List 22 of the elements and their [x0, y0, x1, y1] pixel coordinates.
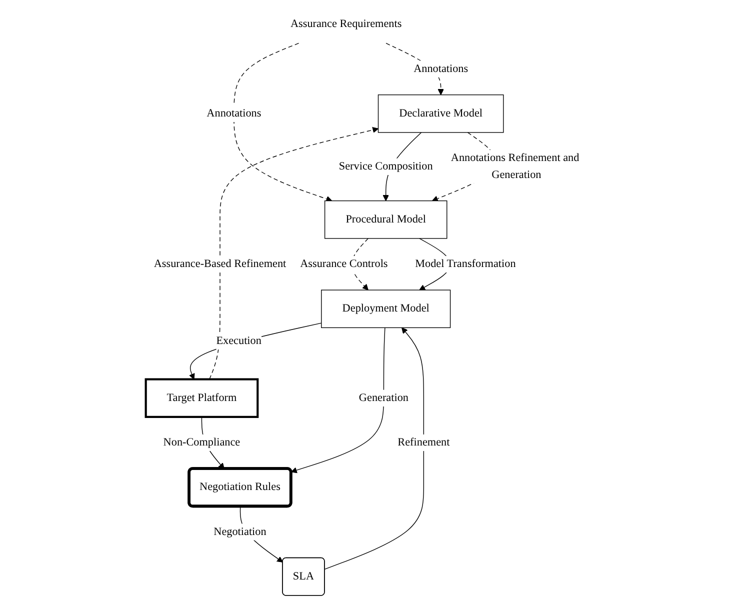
node-text: Assurance Requirements — [290, 18, 402, 30]
arrow — [324, 327, 424, 570]
edge-label: Refinement — [398, 436, 450, 448]
edge-label: Annotations Refinement and Generation — [450, 152, 580, 181]
edge-label: Assurance Controls — [300, 258, 388, 270]
edge-label: Annotations — [206, 107, 262, 120]
node-box: Target Platform — [144, 378, 259, 418]
node-box: Declarative Model — [378, 94, 504, 133]
edge-label: Annotations — [414, 62, 468, 75]
edge-label: Execution — [216, 335, 262, 347]
arrow — [209, 126, 379, 380]
node-box: Deployment Model — [321, 290, 451, 328]
edge-label: Non-Compliance — [163, 436, 240, 448]
node-box: Procedural Model — [324, 200, 448, 239]
edge-label: Assurance-Based Refinement — [154, 258, 286, 270]
edge-label: Negotiation — [214, 526, 266, 538]
edge-label: Service Composition — [338, 160, 433, 172]
arrow — [189, 322, 322, 380]
arrow — [234, 42, 332, 202]
edge-label: Model Transformation — [415, 258, 516, 270]
edge-label: Generation — [358, 392, 408, 404]
arrow — [290, 327, 386, 474]
